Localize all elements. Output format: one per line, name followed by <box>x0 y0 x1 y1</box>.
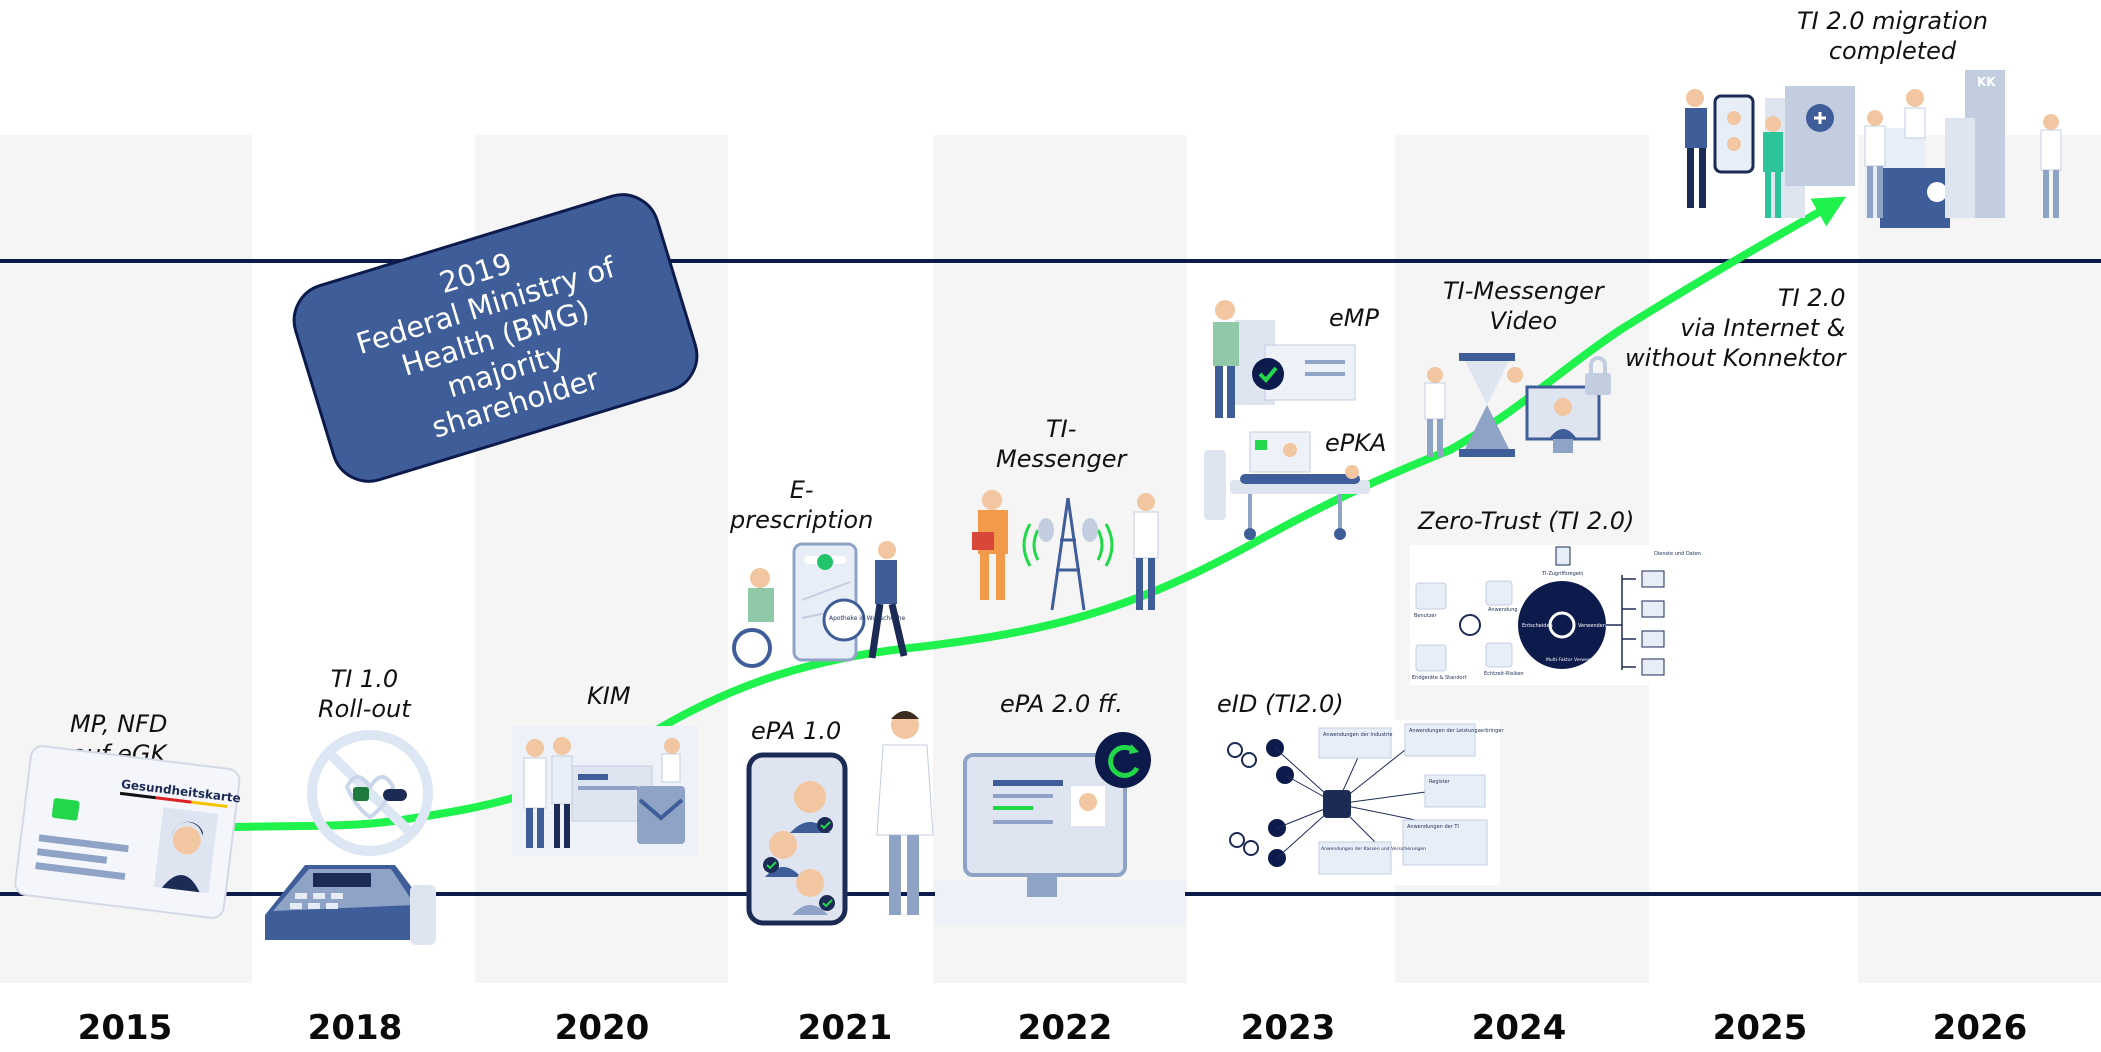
svg-text:Echtzeit-Risiken: Echtzeit-Risiken <box>1484 671 1524 677</box>
milestone-label-kim: KIM <box>587 682 631 710</box>
year-label: 2024 <box>1471 1008 1567 1048</box>
svg-text:TI-Zugriffsregeln: TI-Zugriffsregeln <box>1541 571 1583 577</box>
milestone-label-epka: ePKA <box>1325 429 1387 457</box>
svg-text:Anwendungen der TI: Anwendungen der TI <box>1407 824 1459 830</box>
svg-text:Multi-Faktor Verwenden: Multi-Faktor Verwenden <box>1546 657 1599 663</box>
milestone-label-epa20: ePA 2.0 ff. <box>1000 690 1123 718</box>
eid-diagram-illustration: Anwendungen der Industrie Anwendungen de… <box>1215 720 1504 885</box>
year-label: 2018 <box>307 1008 403 1048</box>
year-label: 2023 <box>1240 1008 1336 1048</box>
milestone-label-eprescription: E-prescription <box>730 476 874 534</box>
health-card-illustration: Gesundheitskarte <box>14 745 241 919</box>
svg-text:Register: Register <box>1429 779 1451 785</box>
year-label: 2022 <box>1017 1008 1113 1048</box>
svg-text:Anwendungen der Kassen und Ver: Anwendungen der Kassen und Versicherunge… <box>1321 846 1426 852</box>
year-label: 2020 <box>554 1008 650 1048</box>
epka-illustration <box>1204 431 1370 540</box>
column-band-2026 <box>1858 135 2101 983</box>
zero-trust-diagram-illustration: Benutzer Endgeräte & Standort Anwendung … <box>1410 545 1701 685</box>
ti10-rollout-illustration <box>265 730 436 945</box>
year-label: 2015 <box>77 1008 173 1048</box>
svg-text:Verwenden: Verwenden <box>1578 623 1606 629</box>
milestone-label-ti-messenger: TI-Messenger <box>996 415 1127 473</box>
epa20-illustration <box>935 732 1185 925</box>
milestone-label-zero-trust: Zero-Trust (TI 2.0) <box>1418 507 1635 535</box>
year-label: 2025 <box>1712 1008 1808 1048</box>
svg-text:Anwendungen der Industrie: Anwendungen der Industrie <box>1323 732 1392 738</box>
svg-text:Apotheke in Wunschnähe: Apotheke in Wunschnähe <box>829 615 906 622</box>
kim-illustration <box>512 726 697 856</box>
epa10-illustration <box>746 711 934 926</box>
svg-text:Anwendungen der Leistungserbri: Anwendungen der Leistungserbringer <box>1409 728 1504 734</box>
milestone-label-epa10: ePA 1.0 <box>751 717 842 745</box>
svg-text:Anwendung: Anwendung <box>1488 607 1518 613</box>
svg-text:KK: KK <box>1977 75 1996 89</box>
svg-text:Endgeräte & Standort: Endgeräte & Standort <box>1412 675 1467 681</box>
svg-text:Entscheiden: Entscheiden <box>1522 623 1553 629</box>
emp-illustration <box>1213 300 1356 418</box>
svg-text:Benutzer: Benutzer <box>1414 613 1438 619</box>
year-label: 2026 <box>1932 1008 2028 1048</box>
milestone-label-emp: eMP <box>1329 304 1379 332</box>
ti20-migration-illustration: KK <box>1685 70 2062 228</box>
milestone-label-eid: eID (TI2.0) <box>1217 690 1344 718</box>
ti-messenger-illustration <box>972 490 1159 611</box>
upper-rule <box>0 259 2101 263</box>
year-label: 2021 <box>797 1008 893 1048</box>
eprescription-illustration: Apotheke in Wunschnähe <box>732 541 908 668</box>
ti-messenger-video-illustration <box>1424 353 1611 457</box>
svg-text:Dienste und Daten: Dienste und Daten <box>1654 551 1701 557</box>
